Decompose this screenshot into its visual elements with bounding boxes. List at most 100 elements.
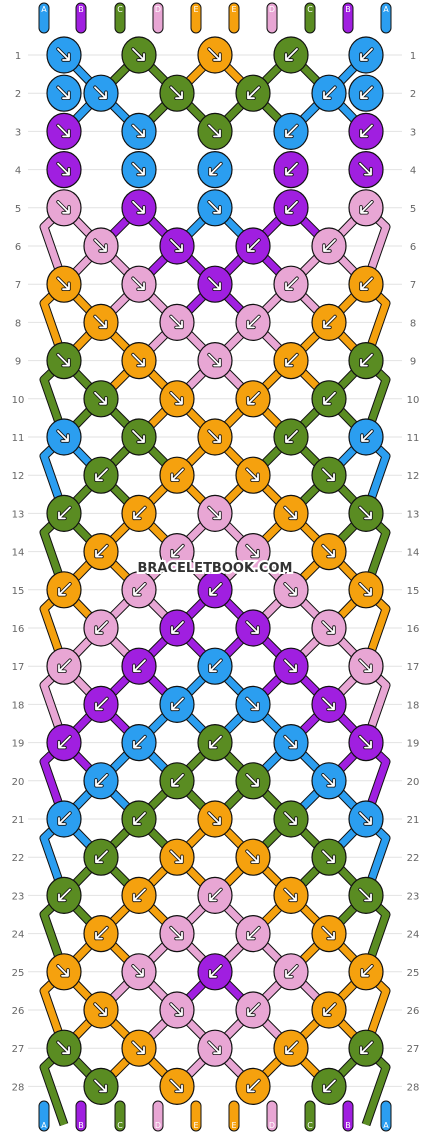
knot [348, 723, 384, 762]
row-number-right: 22 [407, 853, 420, 864]
row-number-left: 11 [12, 433, 25, 444]
row-number-right: 2 [410, 89, 416, 100]
knot [83, 914, 119, 953]
bottom-tag-strand [114, 1100, 126, 1132]
knot-arrow-icon [322, 926, 335, 940]
row-number-left: 26 [12, 1006, 25, 1017]
knot-arrow-icon [285, 430, 298, 443]
watermark-group: BRACELETBOOK.COM BRACELETBOOK.COM [136, 559, 295, 578]
knot-arrow-icon [285, 200, 298, 214]
knot-arrow-icon [361, 964, 373, 977]
top-tag-label: B [78, 5, 84, 14]
knot [159, 227, 195, 265]
knot [235, 991, 271, 1029]
knot-arrow-icon [133, 582, 146, 596]
row-number-right: 11 [407, 433, 420, 444]
top-tag-strand [152, 2, 164, 34]
knot [159, 380, 195, 418]
knot [311, 914, 347, 953]
knot-arrow-icon [171, 773, 184, 787]
knot-arrow-icon [360, 200, 373, 214]
knot-arrow-icon [170, 239, 183, 252]
knot [235, 685, 271, 724]
row-number-right: 14 [407, 548, 420, 559]
bottom-tag-label: C [117, 1121, 123, 1130]
top-tag-strand [190, 2, 202, 34]
row-number-right: 4 [410, 166, 416, 177]
bottom-tag-label: A [383, 1121, 389, 1130]
knot-arrow-icon [209, 735, 222, 749]
knot [235, 380, 271, 418]
knot-arrow-icon [284, 659, 297, 673]
knot [83, 838, 119, 876]
bottom-tag-label: E [193, 1121, 198, 1130]
row-number-right: 24 [407, 930, 420, 941]
knot-arrow-icon [209, 964, 222, 978]
knot-arrow-icon [323, 239, 336, 252]
knot-arrow-icon [208, 48, 221, 61]
top-tag-strand [304, 2, 316, 34]
row-number-right: 20 [407, 777, 420, 788]
knot-arrow-icon [323, 1003, 336, 1016]
row-number-right: 19 [407, 739, 420, 750]
knot-arrow-icon [209, 659, 222, 673]
row-number-right: 1 [410, 51, 416, 62]
knot [311, 74, 347, 112]
bottom-tag-label: B [345, 1121, 351, 1130]
row-number-left: 18 [12, 700, 25, 711]
knot [46, 647, 82, 685]
knot [121, 342, 157, 380]
row-number-right: 17 [407, 662, 420, 673]
knot-arrow-icon [359, 812, 372, 825]
knot [121, 112, 157, 150]
row-number-right: 7 [410, 280, 416, 291]
knot [348, 151, 384, 189]
knot [83, 609, 119, 647]
knot [197, 418, 233, 456]
knot [121, 800, 157, 838]
knot [121, 723, 157, 762]
knot-arrow-icon [57, 124, 70, 138]
knot-arrow-icon [246, 773, 259, 787]
knot [46, 265, 82, 303]
row-number-left: 14 [12, 548, 25, 559]
row-number-right: 16 [407, 624, 420, 635]
row-number-left: 3 [15, 127, 21, 138]
knot [83, 1067, 119, 1106]
knot [121, 571, 157, 609]
knot [273, 342, 309, 380]
row-number-left: 6 [15, 242, 21, 253]
knot [197, 189, 233, 227]
knot [311, 456, 347, 494]
row-number-left: 1 [15, 51, 21, 62]
knot-arrow-icon [58, 812, 71, 825]
knot-arrow-icon [247, 86, 260, 100]
row-number-right: 25 [407, 968, 420, 979]
knot [235, 914, 271, 953]
bottom-tag-label: D [155, 1121, 161, 1130]
bottom-tag-label: A [41, 1121, 47, 1130]
knot [273, 494, 309, 533]
knot [83, 991, 119, 1029]
row-number-left: 25 [12, 968, 25, 979]
knot-arrow-icon [284, 888, 297, 902]
knot [348, 418, 384, 456]
knot-arrow-icon [246, 468, 259, 482]
knot-arrow-icon [95, 544, 108, 558]
bottom-tag-strand [380, 1100, 392, 1132]
row-number-left: 19 [12, 739, 25, 750]
row-number-left: 12 [12, 471, 25, 482]
knot [46, 36, 82, 74]
bottom-tag-strand [38, 1100, 50, 1132]
knot [273, 112, 309, 150]
top-tag-strand [266, 2, 278, 34]
row-number-left: 21 [12, 815, 25, 826]
knot-arrow-icon [322, 621, 335, 634]
knot [159, 762, 195, 800]
knot-arrow-icon [171, 621, 184, 634]
knot [197, 36, 233, 74]
knot-arrow-icon [170, 1079, 183, 1093]
row-number-left: 4 [15, 166, 21, 177]
